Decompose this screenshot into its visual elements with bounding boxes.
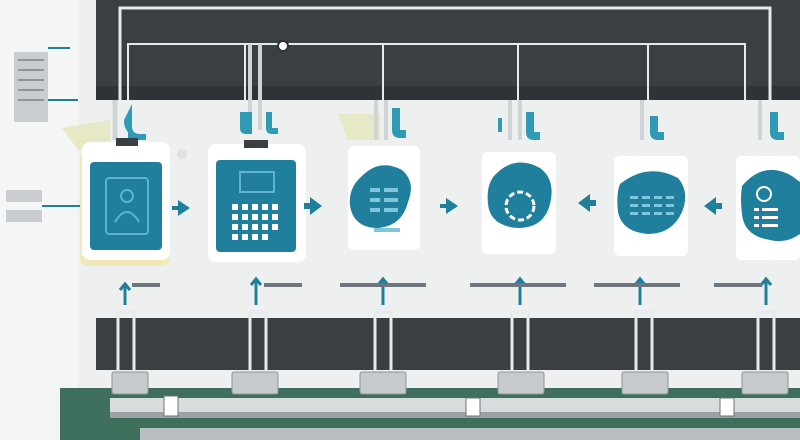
tablet-person-icon: [105, 177, 149, 235]
station-2: [208, 44, 322, 305]
feed-nozzle-icon: [392, 108, 406, 138]
person-body-icon: [114, 211, 140, 223]
top-panel-divider: [96, 86, 800, 100]
blob-shape: [617, 171, 686, 234]
side-tag: [6, 190, 42, 202]
conveyor-rollers: [163, 395, 735, 417]
conveyor-rail: [110, 398, 800, 412]
calculator-keypad-icon: [232, 204, 278, 240]
output-arrow-icon: [759, 276, 773, 305]
side-legend-box: [14, 52, 48, 122]
right-arrow-icon: [440, 198, 458, 214]
feed-nozzle-icon: [526, 112, 540, 140]
left-arrow-icon: [704, 197, 722, 215]
station-1: [62, 100, 190, 305]
calculator-screen-icon: [239, 171, 275, 193]
output-label: [264, 283, 302, 287]
output-arrow-icon: [118, 281, 132, 305]
feed-nozzle-icon: [498, 118, 502, 132]
output-arrow-icon: [249, 276, 263, 305]
list-lines-icon: [754, 208, 778, 227]
card-clip: [244, 140, 268, 148]
blob-grid-icon: [630, 196, 674, 215]
floor-strip: [140, 428, 800, 440]
feed-nozzle-icon: [650, 116, 664, 140]
card-screen: [90, 162, 162, 250]
station-3: [338, 100, 458, 305]
funnel-shadow: [338, 114, 380, 140]
left-arrow-icon: [578, 194, 596, 212]
blob-shape: [487, 162, 552, 228]
top-rail-inner: [127, 43, 746, 100]
feed-nozzle-icon: [240, 112, 252, 134]
feed-nozzle-icon: [124, 104, 146, 140]
top-machine-panel: [96, 0, 800, 100]
bottom-posts: [116, 310, 776, 378]
blob-form-icon: [349, 165, 411, 228]
bottom-machine-panel: [96, 318, 800, 370]
top-rail-outer: [118, 6, 772, 100]
output-label: [132, 283, 160, 287]
feed-nozzle-icon: [770, 112, 784, 140]
blob-shape: [741, 169, 800, 242]
form-lines-icon: [370, 188, 400, 232]
station-4: [470, 100, 596, 305]
output-label: [340, 283, 426, 287]
output-label: [594, 283, 680, 287]
feed-nozzle-icon: [266, 112, 278, 134]
right-arrow-icon: [172, 200, 190, 216]
station-5: [594, 100, 722, 305]
output-label: [714, 283, 762, 287]
connector-dot: [177, 149, 187, 159]
person-head-icon: [120, 189, 134, 203]
right-arrow-icon: [304, 197, 322, 215]
blob-circle-icon: [504, 190, 536, 222]
conveyor-blocks: [111, 371, 789, 395]
blob-list-icon: [756, 186, 772, 202]
conveyor-rail-shadow: [110, 412, 800, 418]
station-6: [714, 100, 800, 305]
card-clip: [116, 138, 138, 146]
side-tag: [6, 210, 42, 222]
rail-junction-node: [277, 40, 289, 52]
output-label: [470, 283, 566, 287]
